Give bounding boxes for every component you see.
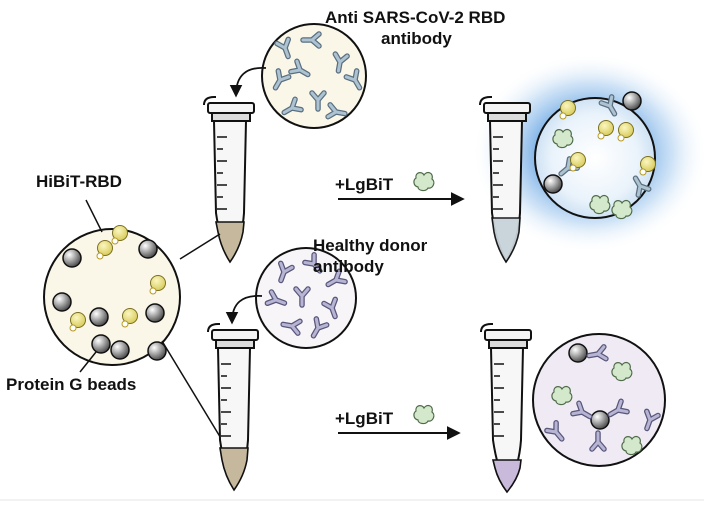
no-signal-result-bottom <box>480 323 666 494</box>
anti-antibody-label-line2: antibody <box>381 29 452 48</box>
add-antibody-arrow-bottom <box>225 295 263 325</box>
lgbit-label-bottom: +LgBiT <box>335 409 394 428</box>
connector-bottom <box>161 340 223 441</box>
healthy-antibody-label-line1: Healthy donor <box>313 236 428 255</box>
luminescence-result-top <box>472 53 704 264</box>
anti-antibody-circle <box>261 23 366 129</box>
tube-bottom <box>207 323 259 492</box>
tube-top <box>203 96 255 264</box>
bead-circle <box>43 225 181 366</box>
healthy-antibody-circle <box>255 247 357 349</box>
add-antibody-arrow-top <box>229 67 267 98</box>
protein-g-beads-label: Protein G beads <box>6 375 136 394</box>
lgbit-fragment-icon <box>413 171 435 192</box>
protein-g-beads-pointer <box>79 351 97 373</box>
anti-antibody-label-line1: Anti SARS-CoV-2 RBD <box>325 8 505 27</box>
healthy-antibody-label-line2: antibody <box>313 257 384 276</box>
lgbit-label-top: +LgBiT <box>335 175 394 194</box>
hibit-rbd-label: HiBiT-RBD <box>36 172 122 191</box>
connector-top <box>179 233 221 260</box>
lgbit-fragment-icon <box>413 404 435 425</box>
lgbit-step-bottom: +LgBiT <box>335 404 461 440</box>
lgbit-step-top: +LgBiT <box>335 171 465 206</box>
hibit-rbd-pointer <box>85 199 103 233</box>
